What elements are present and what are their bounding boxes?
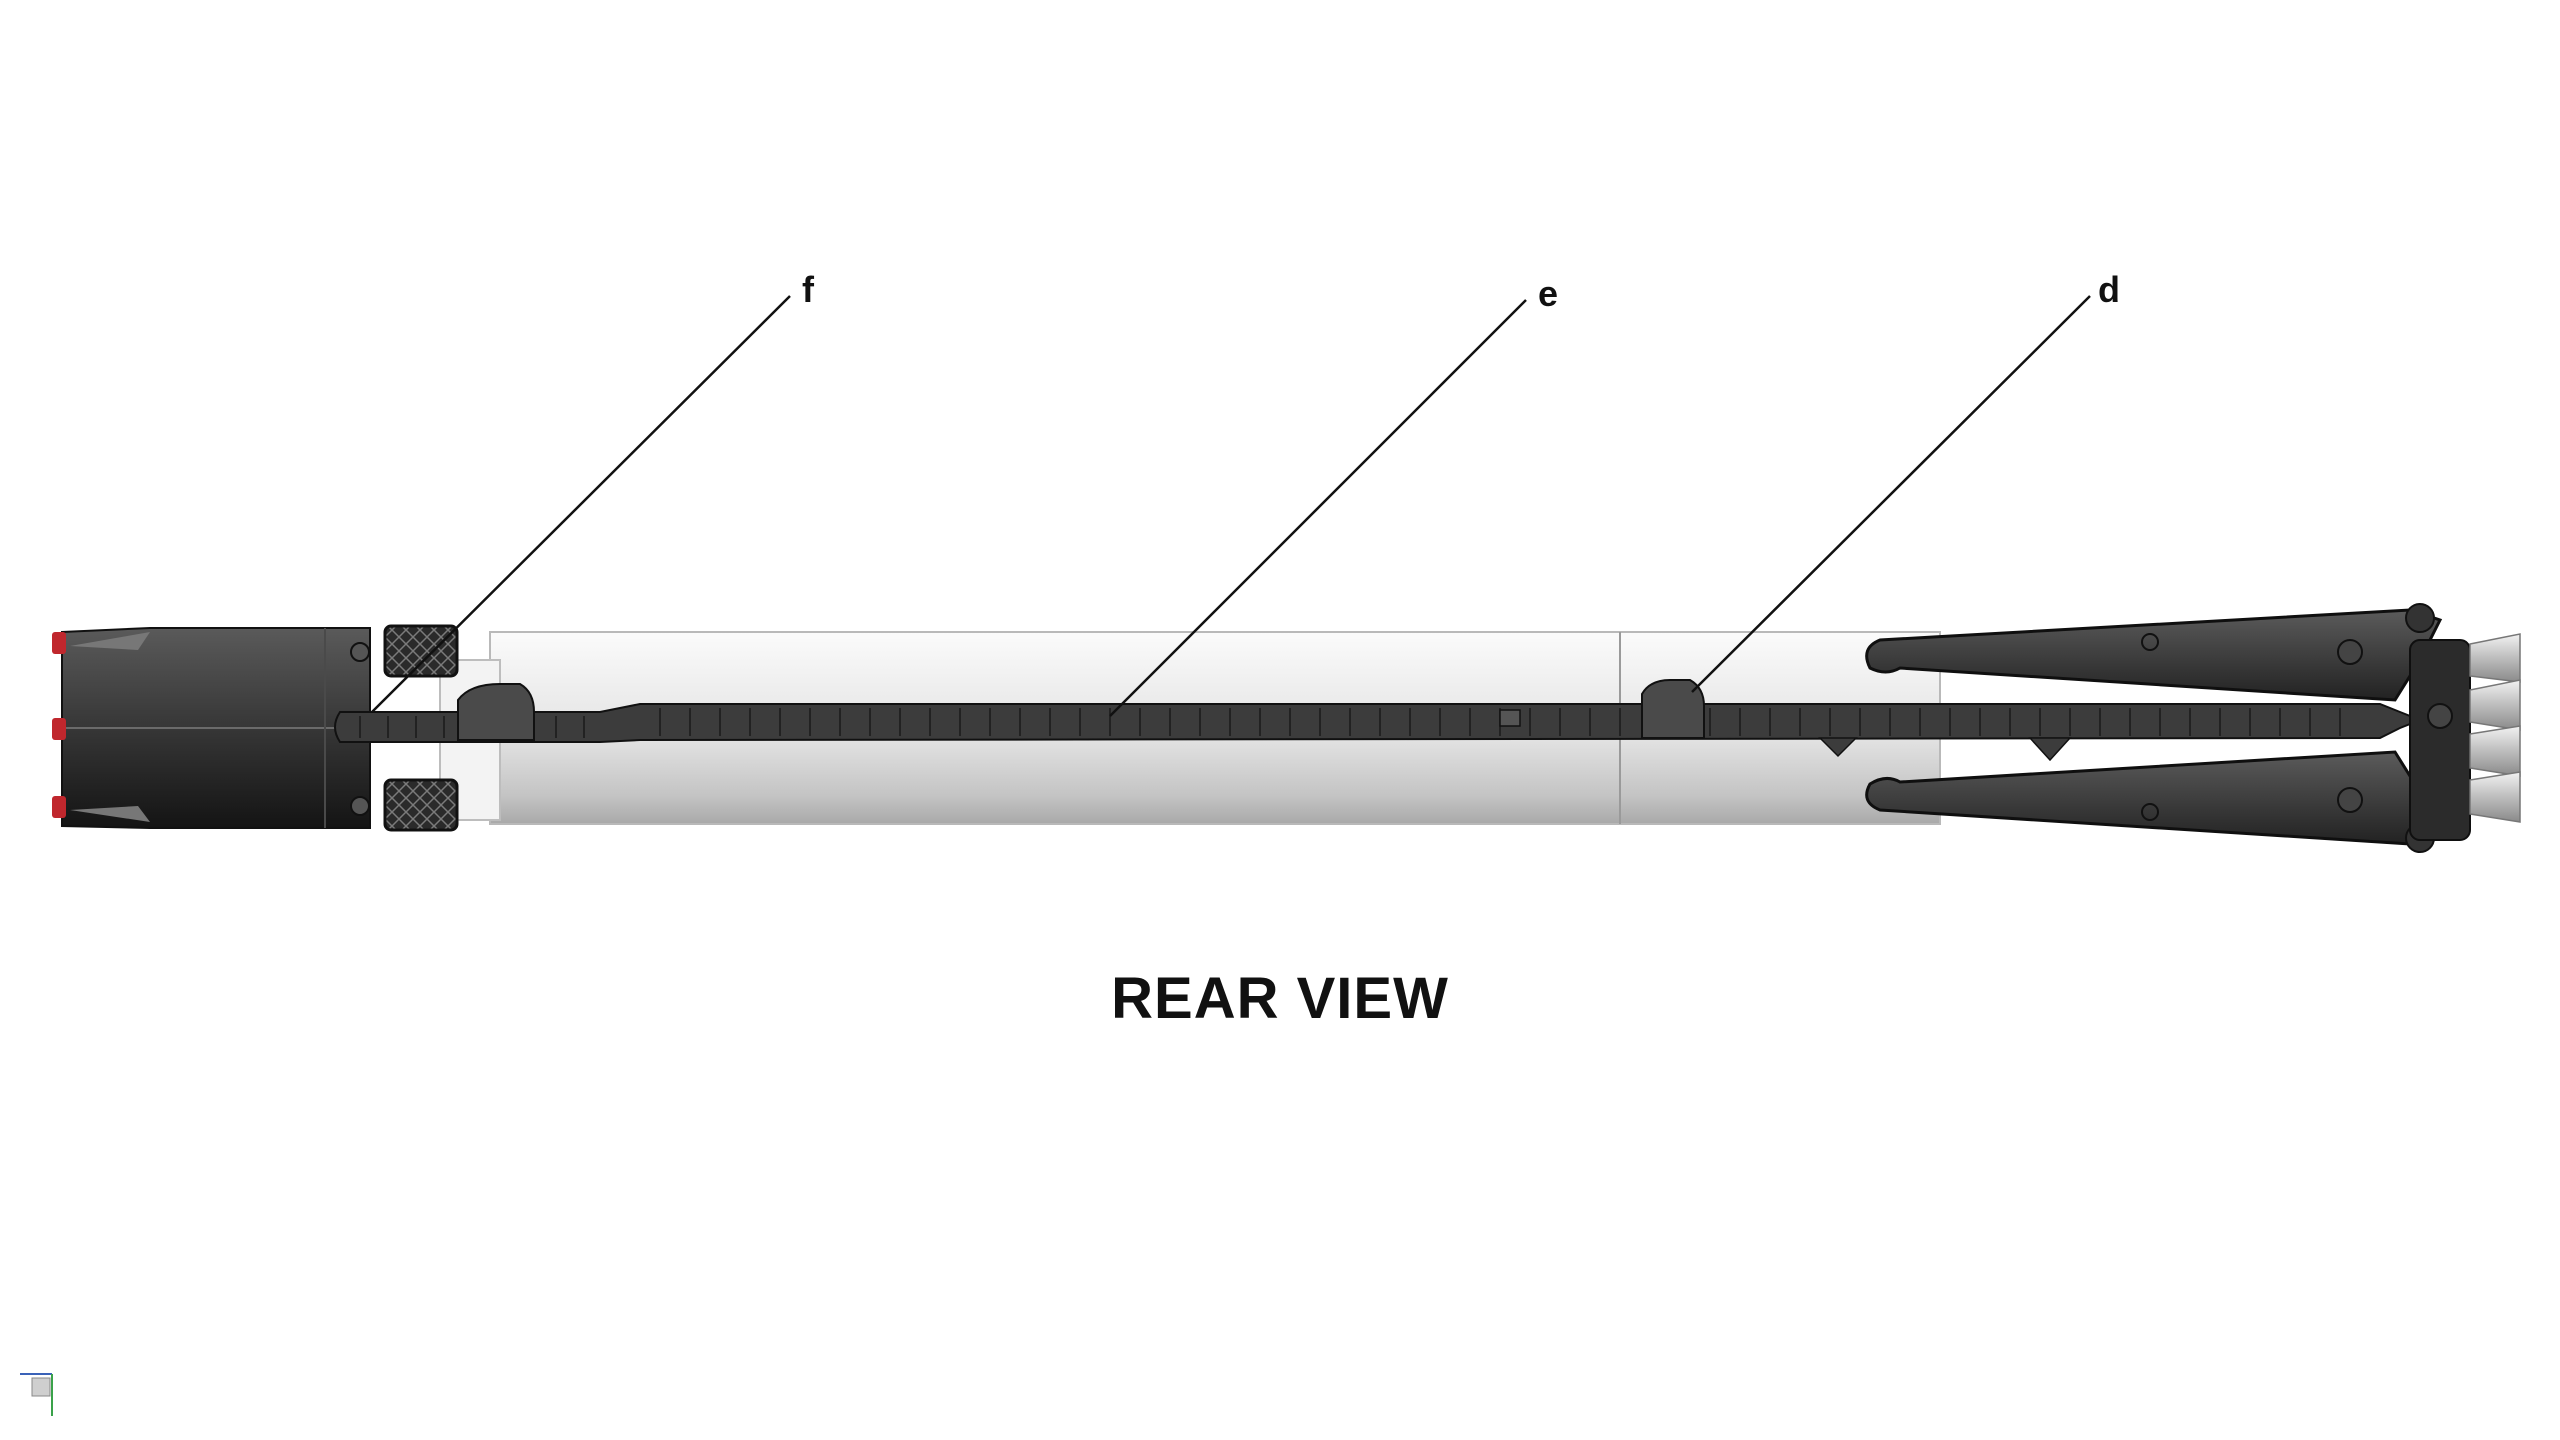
raceway-segments xyxy=(359,708,2341,738)
interstage xyxy=(61,627,371,829)
axis-triad-icon xyxy=(20,1373,53,1416)
leader-lines xyxy=(371,295,2091,717)
callout-labels: f e d xyxy=(802,269,2120,314)
red-caps xyxy=(52,632,66,818)
callout-label-f: f xyxy=(802,269,815,310)
leader-line-d xyxy=(1691,295,2091,693)
engine-section xyxy=(2409,633,2521,841)
callout-label-d: d xyxy=(2098,269,2120,310)
view-title: REAR VIEW xyxy=(1111,966,1449,1031)
leader-line-e xyxy=(1109,299,1527,717)
callout-label-e: e xyxy=(1538,273,1558,314)
engine-nozzles xyxy=(2469,633,2521,823)
landing-leg-upper xyxy=(1865,603,2443,702)
raceway xyxy=(334,679,2423,762)
grid-fin-upper xyxy=(383,624,459,678)
leader-line-f xyxy=(371,295,791,713)
grid-fin-lower xyxy=(383,778,459,832)
landing-leg-lower xyxy=(1865,750,2443,853)
